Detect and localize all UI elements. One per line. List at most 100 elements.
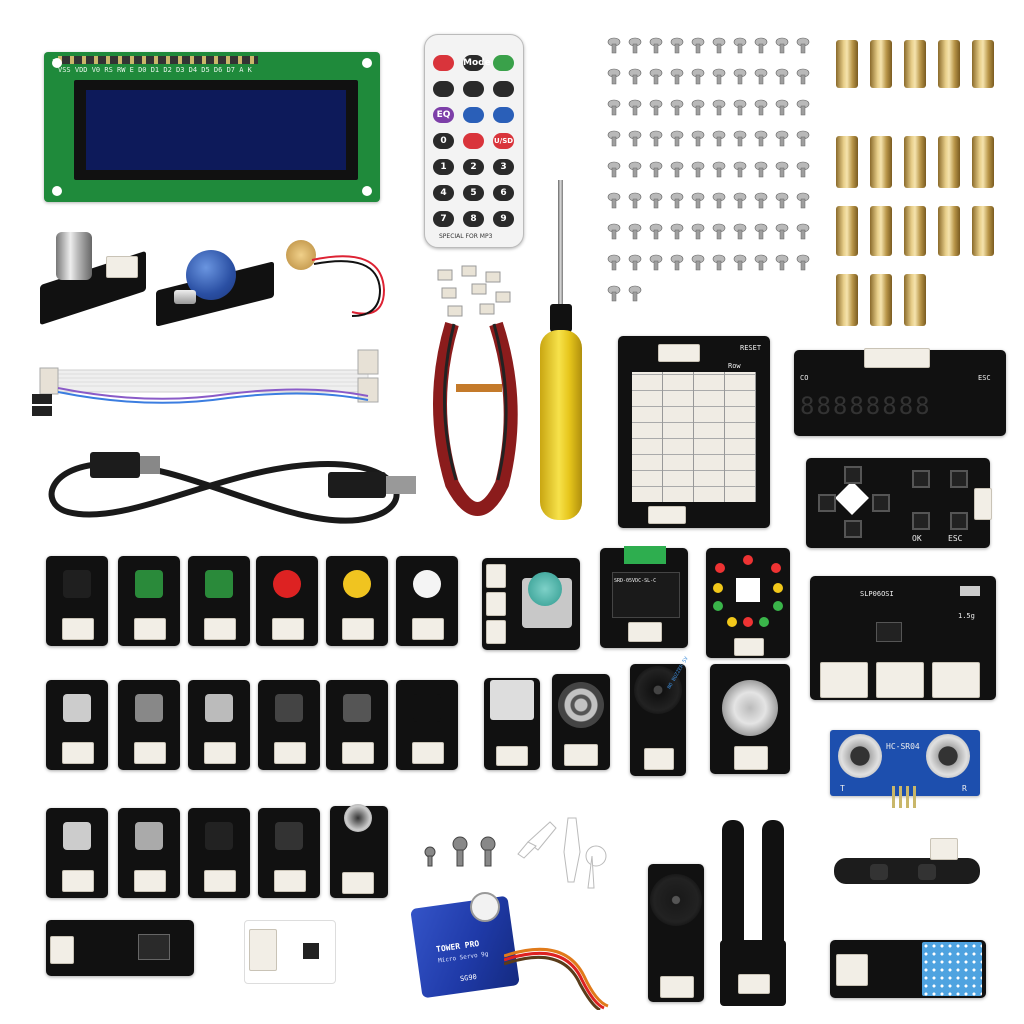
- remote-play-key: [433, 81, 454, 97]
- screw-icon: [733, 130, 747, 147]
- screw-icon: [775, 254, 789, 271]
- keypad-esc-label: ESC: [948, 534, 963, 543]
- led-matrix-shield: RESET Row: [618, 336, 770, 528]
- screw-icon: [691, 161, 705, 178]
- sensor-component: [413, 694, 441, 722]
- sensor-module: [118, 680, 180, 770]
- screw-icon: [628, 223, 642, 240]
- ribbon-cable: [32, 349, 379, 416]
- sensor-component: [205, 694, 233, 722]
- remote-digit-key: 5: [463, 185, 484, 201]
- keypad-button: [912, 470, 930, 488]
- screw-icon: [691, 192, 705, 209]
- coin-motor: [286, 240, 316, 270]
- precision-pot-module: [152, 246, 276, 336]
- keypad-button: [818, 494, 836, 512]
- sensor-module: [396, 556, 458, 646]
- dht-body: [922, 942, 982, 996]
- screw-icon: [628, 285, 642, 302]
- screw-icon: [649, 161, 663, 178]
- screw-icon: [691, 37, 705, 54]
- dht-connector: [836, 954, 868, 986]
- brass-standoff: [938, 136, 960, 188]
- joystick-connector: [486, 620, 506, 644]
- motor-side-text: 1.5g: [958, 612, 975, 620]
- joystick-connector: [486, 564, 506, 588]
- sensor-module: [326, 680, 388, 770]
- screw-icon: [628, 254, 642, 271]
- screw-icon: [607, 99, 621, 116]
- segment-left-label: CO: [800, 374, 809, 382]
- remote-eq-key: EQ: [433, 107, 454, 123]
- screw-icon: [628, 161, 642, 178]
- segment-digits: 88888888: [800, 392, 932, 420]
- screw-icon: [775, 130, 789, 147]
- ultrasonic-transmitter: [838, 734, 882, 778]
- screw-icon: [649, 130, 663, 147]
- gas-sensor-module: [710, 664, 790, 774]
- screw-icon: [628, 99, 642, 116]
- keypad-button: [844, 520, 862, 538]
- screw-icon: [733, 99, 747, 116]
- screw-icon: [691, 99, 705, 116]
- sensor-connector: [412, 742, 444, 764]
- screwdriver-handle: [540, 330, 582, 520]
- remote-digit-key: 8: [463, 211, 484, 227]
- keypad-connector: [974, 488, 992, 520]
- soil-connector: [738, 974, 770, 994]
- shield-connector: [658, 344, 700, 362]
- screw-icon: [754, 161, 768, 178]
- screw-icon: [775, 68, 789, 85]
- sensor-module: [188, 808, 250, 898]
- brass-standoff: [904, 136, 926, 188]
- sensor-module: [326, 556, 388, 646]
- screw-icon: [796, 192, 810, 209]
- segment-esc-label: ESC: [978, 374, 991, 382]
- microphone-capsule: [344, 804, 372, 832]
- sensor-component: [275, 822, 303, 850]
- keypad-button: [950, 512, 968, 530]
- soil-base: [720, 940, 786, 1006]
- ultrasonic-r-label: R: [962, 784, 967, 793]
- ultrasonic-model: HC-SR04: [886, 742, 920, 751]
- screw-icon: [670, 254, 684, 271]
- sensor-connector: [204, 618, 236, 640]
- touch-sensor-module: [552, 674, 610, 770]
- sensor-connector: [134, 742, 166, 764]
- led-white-chip: [303, 943, 319, 959]
- screw-icon: [796, 254, 810, 271]
- remote-zero-key: 0: [433, 133, 454, 149]
- sensor-module: [256, 556, 318, 646]
- remote-power-key: [433, 55, 454, 71]
- screw-icon: [796, 37, 810, 54]
- lcd-mount-hole: [52, 58, 62, 68]
- brass-standoff: [904, 40, 926, 88]
- screw-icon: [754, 223, 768, 240]
- screw-icon: [670, 130, 684, 147]
- brass-standoff: [972, 136, 994, 188]
- screw-icon: [670, 68, 684, 85]
- motor-connector: [876, 662, 924, 698]
- screw-icon: [775, 99, 789, 116]
- screw-icon: [712, 223, 726, 240]
- sensor-connector: [274, 742, 306, 764]
- ir-receiver-window: [138, 934, 170, 960]
- screw-icon: [670, 99, 684, 116]
- servo-horns: [424, 817, 607, 889]
- gas-connector: [734, 746, 768, 770]
- rotation-connector: [496, 746, 528, 766]
- motor-top-text: SLP06OSI: [860, 590, 894, 598]
- sensor-module: [188, 556, 250, 646]
- rotation-sensor-module: [484, 678, 540, 770]
- screw-icon: [607, 161, 621, 178]
- joystick-module: [482, 558, 580, 650]
- screw-icon: [712, 68, 726, 85]
- sensor-module: [46, 680, 108, 770]
- keypad-ok-label: OK: [912, 534, 922, 543]
- brass-standoff: [836, 274, 858, 326]
- screw-icon: [754, 130, 768, 147]
- ir-lens: [918, 864, 936, 880]
- relay-terminal: [624, 546, 666, 564]
- screw-icon: [775, 37, 789, 54]
- remote-prev-key: [463, 81, 484, 97]
